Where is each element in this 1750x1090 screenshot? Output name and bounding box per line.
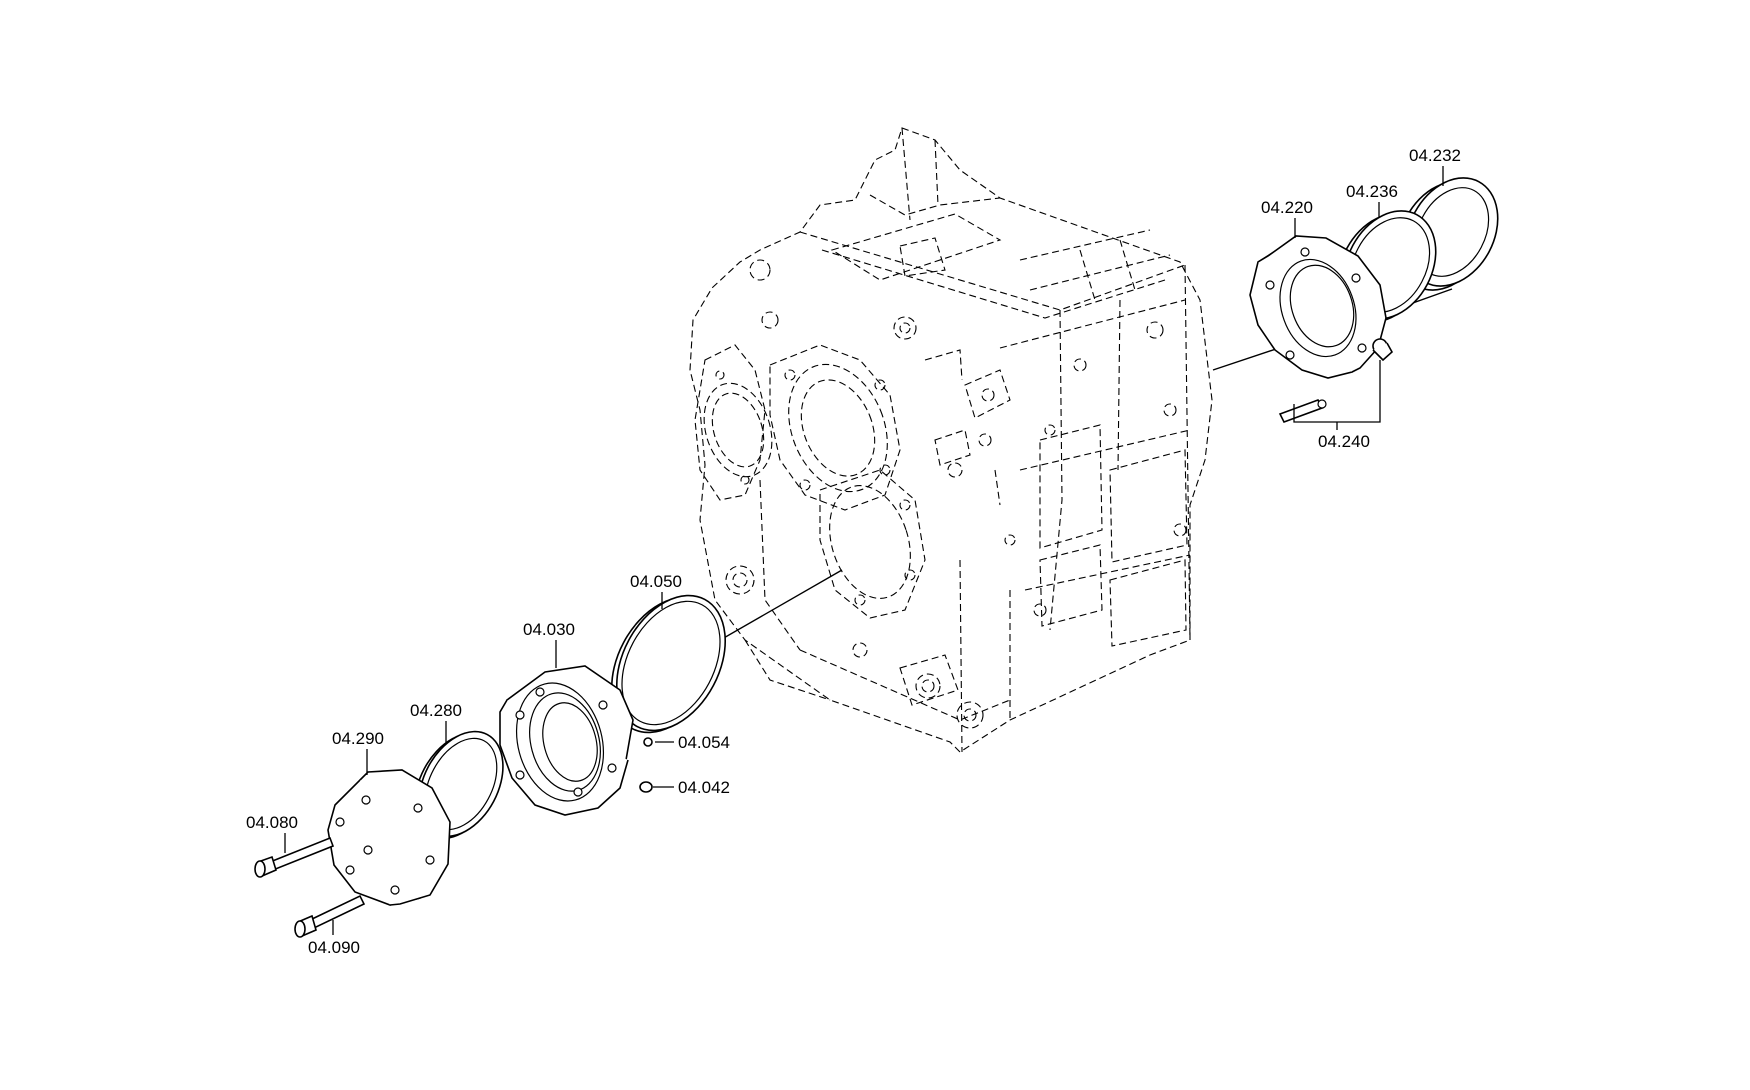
label-04-090: 04.090 [308,938,360,957]
label-04-280: 04.280 [410,701,462,720]
bolt-04-090[interactable] [294,894,366,938]
label-04-030: 04.030 [523,620,575,639]
cover-flange-04-220[interactable] [1249,235,1387,379]
label-04-240: 04.240 [1318,432,1370,451]
label-04-050: 04.050 [630,572,682,591]
label-04-290: 04.290 [332,729,384,748]
snap-ring-04-050[interactable] [590,577,747,751]
leader-lines [284,166,1444,935]
label-04-232: 04.232 [1409,146,1461,165]
label-04-054: 04.054 [678,733,730,752]
transmission-housing [689,127,1213,753]
plug-04-054[interactable] [643,737,653,747]
label-04-220: 04.220 [1261,198,1313,217]
o-ring-04-042[interactable] [639,781,653,793]
label-04-236: 04.236 [1346,182,1398,201]
label-04-080: 04.080 [246,813,298,832]
label-04-042: 04.042 [678,778,730,797]
cover-plate-04-290[interactable] [327,769,451,906]
screw-set-04-240[interactable] [1278,338,1394,423]
bearing-housing-04-030[interactable] [499,665,634,816]
bolt-04-080[interactable] [254,836,335,878]
